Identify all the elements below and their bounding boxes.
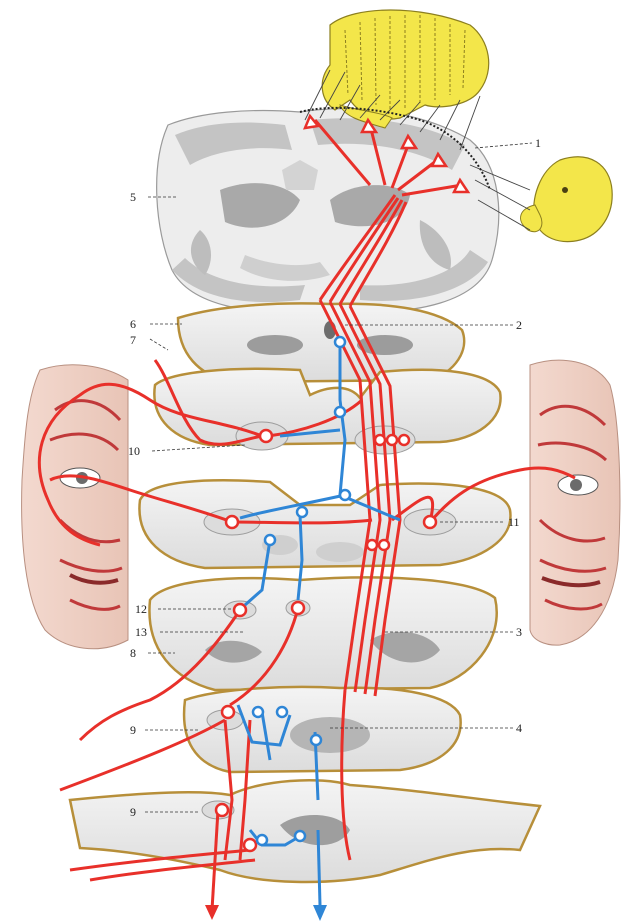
label-9-lower: 9: [130, 805, 136, 819]
label-6: 6: [130, 317, 136, 331]
label-7: 7: [130, 333, 136, 347]
slice-pons-lower: [139, 480, 510, 568]
left-face-muscles: [22, 365, 128, 649]
homunculus-head: [521, 157, 613, 242]
red-arrowhead: [205, 905, 219, 920]
output-arrows: [205, 905, 327, 921]
label-13: 13: [135, 625, 147, 639]
slice-spinal-cord: [70, 780, 540, 882]
label-10: 10: [128, 444, 140, 458]
brainstem-slices: [70, 303, 540, 882]
label-11: 11: [508, 515, 520, 529]
label-8: 8: [130, 646, 136, 660]
slice-medulla-upper: [149, 577, 496, 690]
label-1: 1: [535, 136, 541, 150]
label-5: 5: [130, 190, 136, 204]
brain-coronal-section: [157, 109, 499, 313]
label-2: 2: [516, 318, 522, 332]
label-4: 4: [516, 721, 522, 735]
right-face-muscles: [530, 360, 620, 645]
label-9-upper: 9: [130, 723, 136, 737]
label-3: 3: [516, 625, 522, 639]
label-12: 12: [135, 602, 147, 616]
blue-arrowhead: [313, 905, 327, 921]
